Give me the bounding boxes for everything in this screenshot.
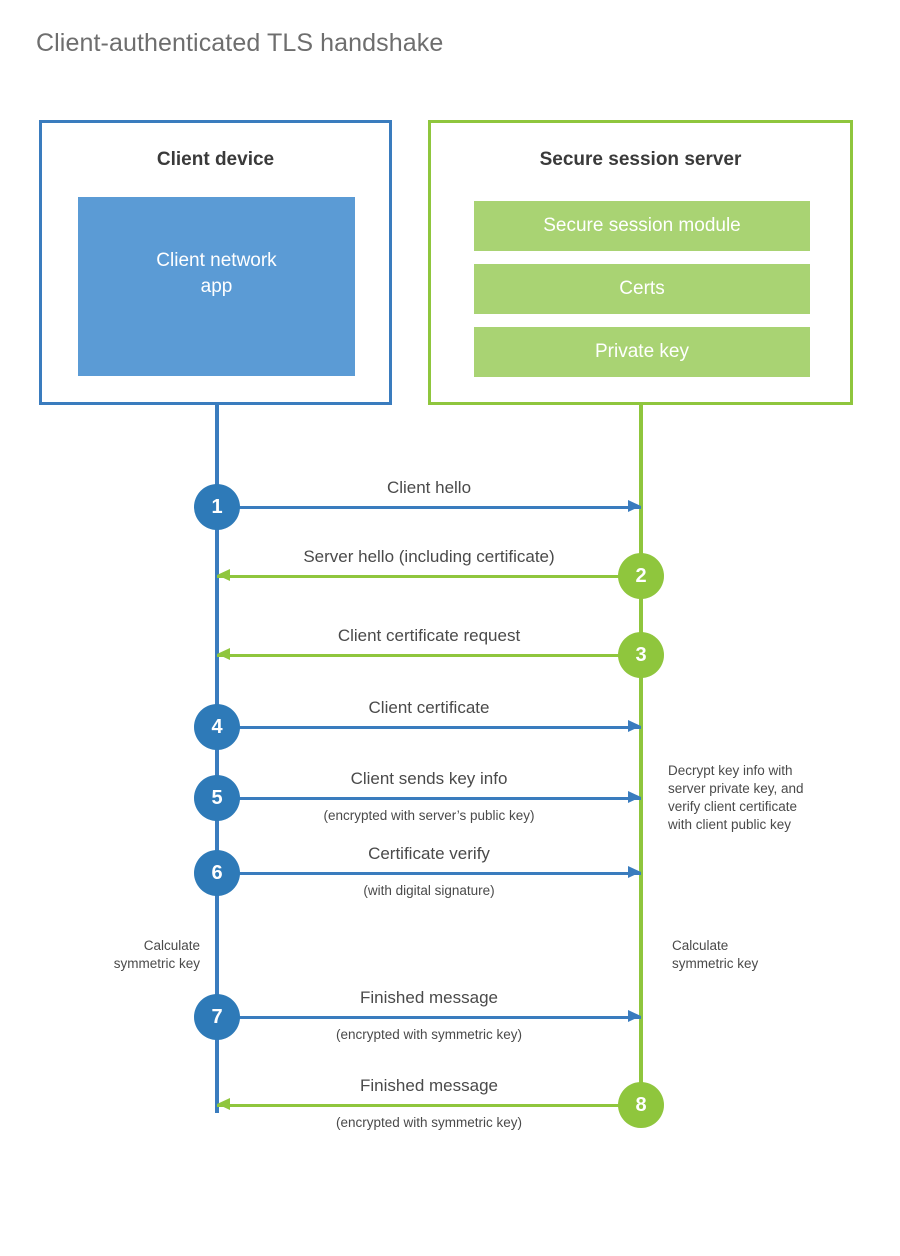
arrowhead-5	[628, 791, 641, 803]
server-module-secure-session-module: Secure session module	[474, 201, 810, 251]
message-label-1: Client hello	[386, 478, 472, 497]
message-label-7: Finished message	[360, 988, 498, 1007]
step-circle-1[interactable]: 1	[194, 484, 240, 530]
message-label-2: Server hello (including certificate)	[303, 547, 555, 566]
step-circle-8[interactable]: 8	[618, 1082, 664, 1128]
message-sublabel-6: (with digital signature)	[363, 883, 495, 898]
arrowhead-8	[217, 1098, 230, 1110]
message-label-4: Client certificate	[368, 698, 490, 717]
message-line-7	[217, 1016, 641, 1019]
message-line-4	[217, 726, 641, 729]
step-circle-5[interactable]: 5	[194, 775, 240, 821]
step-circle-7[interactable]: 7	[194, 994, 240, 1040]
message-label-3: Client certificate request	[337, 626, 521, 645]
arrowhead-6	[628, 866, 641, 878]
arrowhead-1	[628, 500, 641, 512]
message-sublabel-7: (encrypted with symmetric key)	[335, 1027, 523, 1042]
server-module-label: Secure session module	[543, 215, 741, 236]
message-label-5: Client sends key info	[350, 769, 508, 788]
secure-session-server-box: Secure session server Secure session mod…	[428, 120, 853, 405]
step-circle-4[interactable]: 4	[194, 704, 240, 750]
message-line-3	[217, 654, 641, 657]
message-sublabel-5: (encrypted with server’s public key)	[323, 808, 535, 823]
server-calculate-symmetric-key-note: Calculate symmetric key	[672, 938, 759, 972]
message-label-8: Finished message	[360, 1076, 498, 1095]
server-decrypt-note: Decrypt key info with server private key…	[668, 763, 804, 833]
server-module-certs: Certs	[474, 264, 810, 314]
message-label-6: Certificate verify	[368, 844, 490, 863]
arrowhead-7	[628, 1010, 641, 1022]
message-line-2	[217, 575, 641, 578]
client-calculate-symmetric-key-note: Calculate symmetric key	[113, 938, 200, 972]
step-circle-6[interactable]: 6	[194, 850, 240, 896]
client-device-title: Client device	[156, 149, 275, 170]
page-title: Client-authenticated TLS handshake	[36, 29, 444, 57]
message-line-1	[217, 506, 641, 509]
message-line-6	[217, 872, 641, 875]
message-sublabel-8: (encrypted with symmetric key)	[335, 1115, 523, 1130]
server-module-label: Private key	[595, 341, 689, 362]
secure-session-server-title: Secure session server	[539, 149, 742, 170]
server-module-label: Certs	[619, 278, 665, 299]
arrowhead-2	[217, 569, 230, 581]
arrowhead-4	[628, 720, 641, 732]
client-network-app-label: Client network app	[156, 249, 277, 297]
client-lifeline	[215, 403, 219, 1113]
message-line-5	[217, 797, 641, 800]
arrowhead-3	[217, 648, 230, 660]
client-network-app-block: Client network app	[78, 197, 355, 376]
server-lifeline	[639, 403, 643, 1105]
message-line-8	[217, 1104, 641, 1107]
step-circle-3[interactable]: 3	[618, 632, 664, 678]
server-module-private-key: Private key	[474, 327, 810, 377]
step-circle-2[interactable]: 2	[618, 553, 664, 599]
client-device-box: Client device Client network app	[39, 120, 392, 405]
